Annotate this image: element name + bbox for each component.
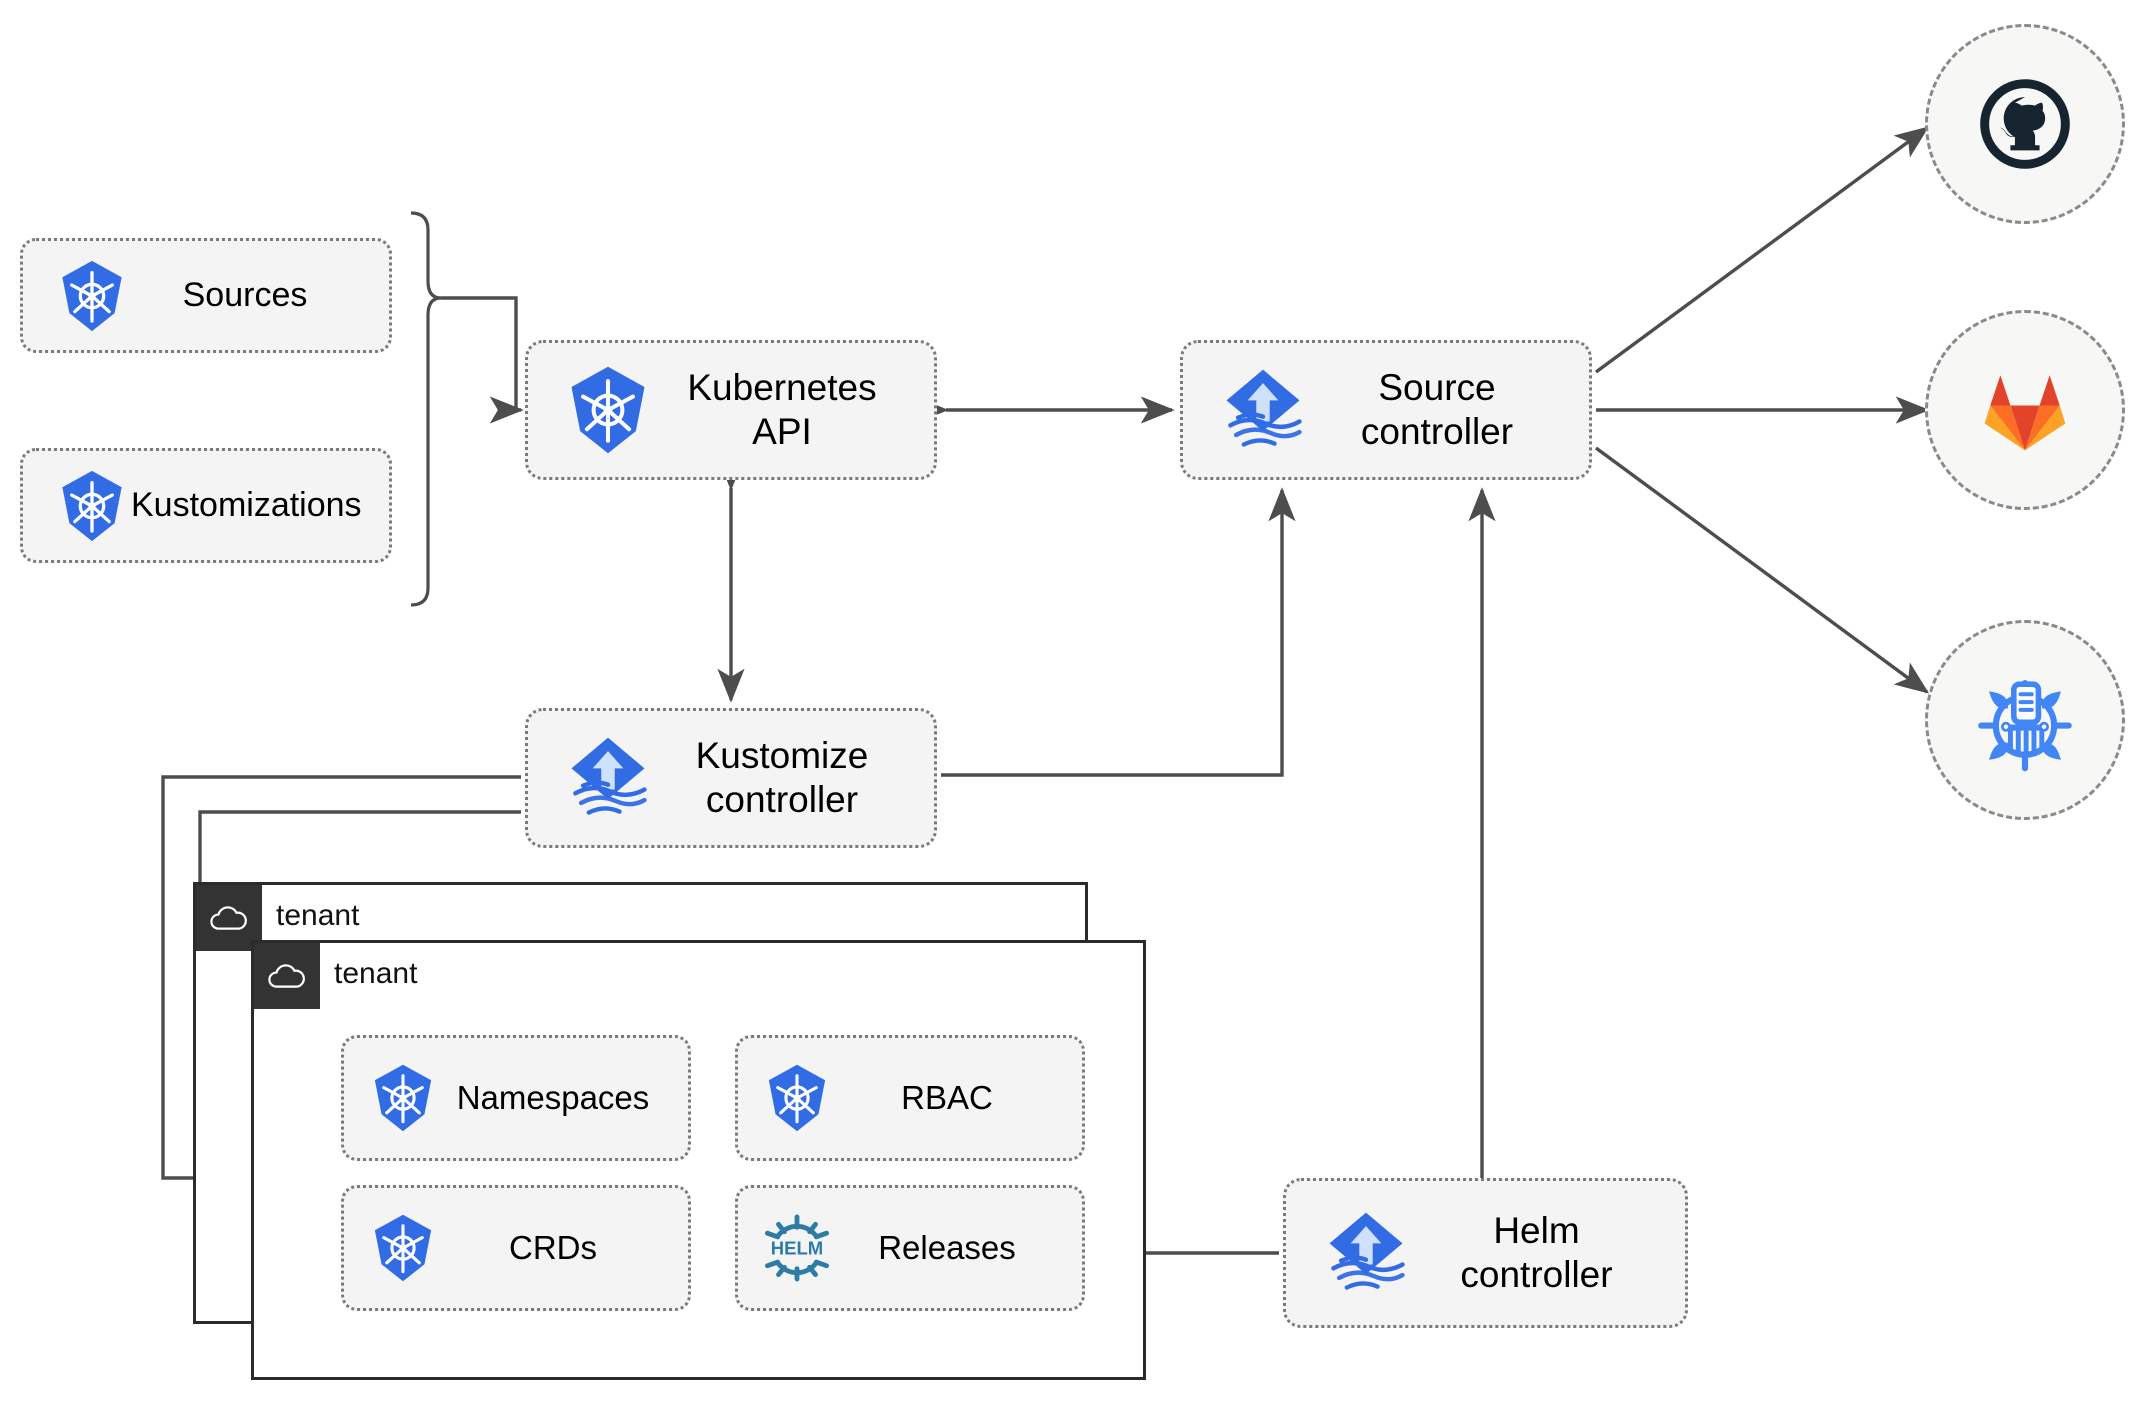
kustomize-controller-label: Kustomize controller [695,735,869,820]
edge-kustomize-to-source [941,487,1296,777]
kubernetes-icon [366,1211,440,1285]
kubernetes-icon [560,362,656,458]
kubernetes-icon [760,1061,834,1135]
resource-chip-sources[interactable]: Sources [20,238,392,353]
flux-icon [560,730,656,826]
svg-text:HELM: HELM [771,1238,823,1259]
flux-icon [1215,362,1311,458]
cloud-icon [268,963,305,988]
kubernetes-api-node[interactable]: Kubernetes API [525,340,937,480]
tenant-tile-label: CRDs [509,1228,597,1266]
kubernetes-icon [366,1061,440,1135]
kustomize-controller-node[interactable]: Kustomize controller [525,708,937,848]
kubernetes-icon [53,467,131,545]
provider-harbor[interactable] [1925,620,2125,820]
helm-controller-label: Helm controller [1460,1210,1613,1295]
source-controller-label: Source controller [1360,367,1514,452]
tenant-tile-label: RBAC [901,1078,993,1116]
gitlab-icon [1984,375,2066,451]
helm-icon: HELM [760,1211,834,1285]
flux-icon [1318,1205,1414,1301]
tenant-tile-releases[interactable]: HELM Releases [735,1185,1085,1311]
resource-chip-label: Kustomizations [131,486,362,525]
tenant-label-back: tenant [276,899,360,932]
resource-chip-kustomizations[interactable]: Kustomizations [20,448,392,563]
harbor-icon [1978,679,2072,772]
github-icon [1980,79,2070,169]
edge-source-github [1594,126,1930,374]
provider-github[interactable] [1925,24,2125,224]
tenant-tile-rbac[interactable]: RBAC [735,1035,1085,1161]
edge-resources-to-api [441,296,524,424]
tenant-label-front: tenant [334,957,418,990]
resource-chip-label: Sources [182,276,308,315]
tenant-tile-crds[interactable]: CRDs [341,1185,691,1311]
tenant-tile-label: Releases [878,1228,1016,1266]
kubernetes-api-label: Kubernetes API [687,367,877,452]
source-controller-node[interactable]: Source controller [1180,340,1592,480]
tenant-tile-namespaces[interactable]: Namespaces [341,1035,691,1161]
kubernetes-icon [53,257,131,335]
cloud-icon [210,905,247,930]
group-bracket [410,211,442,607]
tenant-header-front [254,943,320,1009]
provider-gitlab[interactable] [1925,310,2125,510]
helm-controller-node[interactable]: Helm controller [1283,1178,1688,1328]
tenant-tile-label: Namespaces [456,1078,650,1116]
edge-source-harbor [1594,446,1930,694]
